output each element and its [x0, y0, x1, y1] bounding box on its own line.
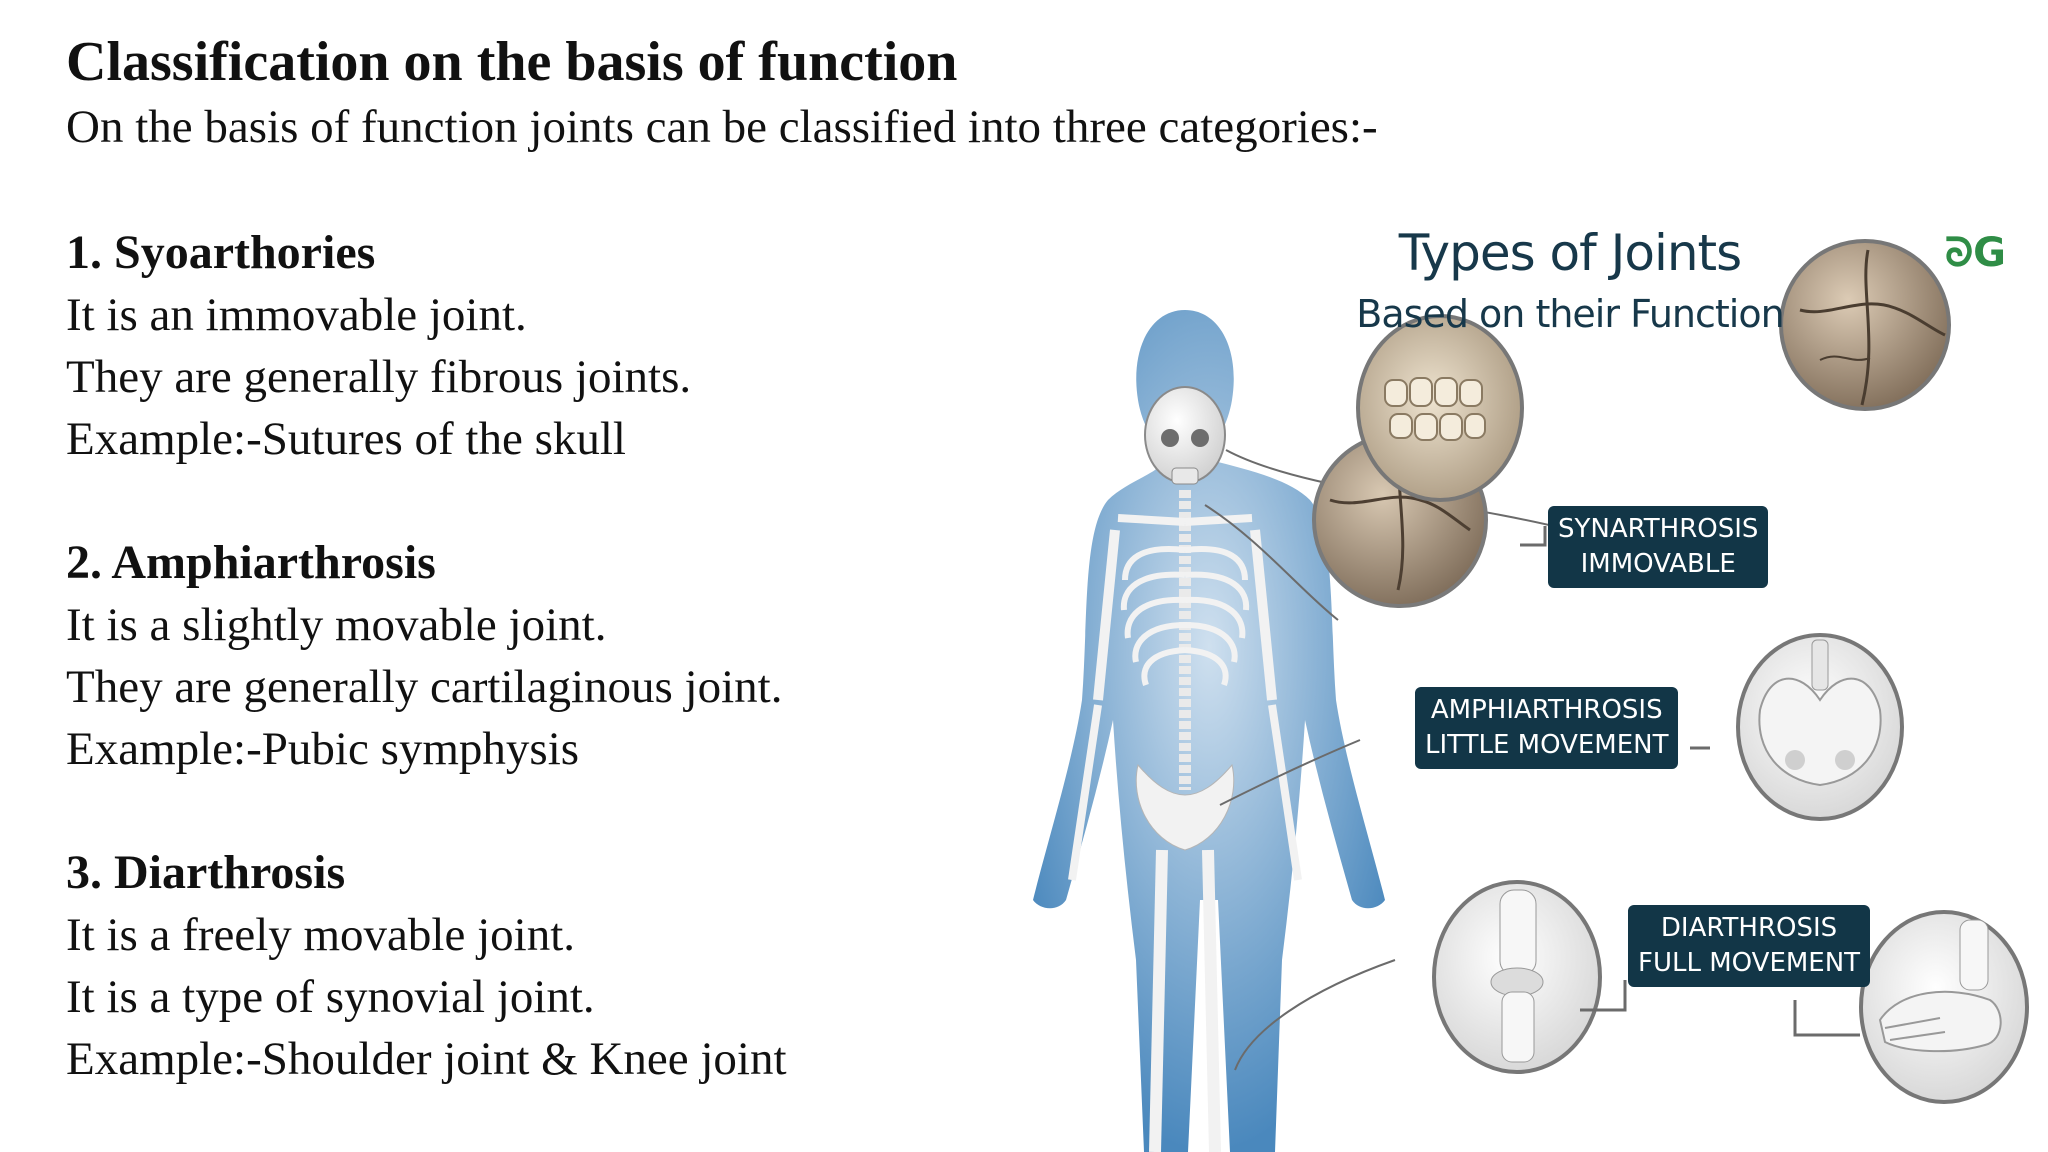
- section-line: It is a type of synovial joint.: [66, 971, 595, 1023]
- section-line: Example:-Shoulder joint & Knee joint: [66, 1033, 787, 1085]
- teeth-image-icon: [1356, 314, 1524, 502]
- skeleton-figure-icon: [1033, 310, 1385, 1152]
- section-line: Example:-Sutures of the skull: [66, 413, 626, 465]
- pelvis-image-icon: [1736, 633, 1904, 821]
- tag-line: SYNARTHROSIS: [1558, 514, 1759, 544]
- tag-line: IMMOVABLE: [1580, 549, 1736, 579]
- section-line: Example:-Pubic symphysis: [66, 723, 580, 775]
- brand-logo-icon: ᘐG: [1945, 230, 2006, 276]
- tag-line: LITTLE MOVEMENT: [1425, 730, 1669, 760]
- section-line: They are generally cartilaginous joint.: [66, 661, 783, 713]
- section-line: It is an immovable joint.: [66, 289, 527, 341]
- section-line: It is a freely movable joint.: [66, 909, 576, 961]
- tag-diarthrosis: DIARTHROSIS FULL MOVEMENT: [1628, 905, 1871, 987]
- slide-subtitle: On the basis of function joints can be c…: [66, 101, 1378, 153]
- connector-lines: [1204, 449, 1571, 1071]
- skull-suture-image-icon: [1779, 239, 1951, 411]
- slide-title: Classification on the basis of function: [66, 31, 958, 93]
- tag-synarthrosis: SYNARTHROSIS IMMOVABLE: [1548, 506, 1769, 588]
- tag-line: FULL MOVEMENT: [1638, 948, 1861, 978]
- section-diarthrosis: 3. Diarthrosis It is a freely movable jo…: [66, 842, 787, 1090]
- tag-line: DIARTHROSIS: [1660, 913, 1838, 943]
- section-heading: 3. Diarthrosis: [66, 846, 346, 899]
- section-line: They are generally fibrous joints.: [66, 351, 692, 403]
- section-heading: 1. Syoarthories: [66, 226, 376, 279]
- tag-amphiarthrosis: AMPHIARTHROSIS LITTLE MOVEMENT: [1415, 687, 1679, 769]
- section-synarthrosis: 1. Syoarthories It is an immovable joint…: [66, 222, 691, 470]
- infographic-title: Types of Joints: [1398, 224, 1742, 282]
- knee-image-icon: [1432, 880, 1602, 1074]
- joint-detail-images: [1356, 239, 2029, 1104]
- section-heading: 2. Amphiarthrosis: [66, 536, 436, 589]
- section-amphiarthrosis: 2. Amphiarthrosis It is a slightly movab…: [66, 532, 782, 780]
- joint-types-infographic: Types of Joints Based on their Function …: [1000, 200, 2048, 1152]
- section-line: It is a slightly movable joint.: [66, 599, 607, 651]
- infographic-subtitle: Based on their Function: [1356, 292, 1784, 336]
- foot-image-icon: [1859, 910, 2029, 1104]
- tag-line: AMPHIARTHROSIS: [1430, 695, 1663, 725]
